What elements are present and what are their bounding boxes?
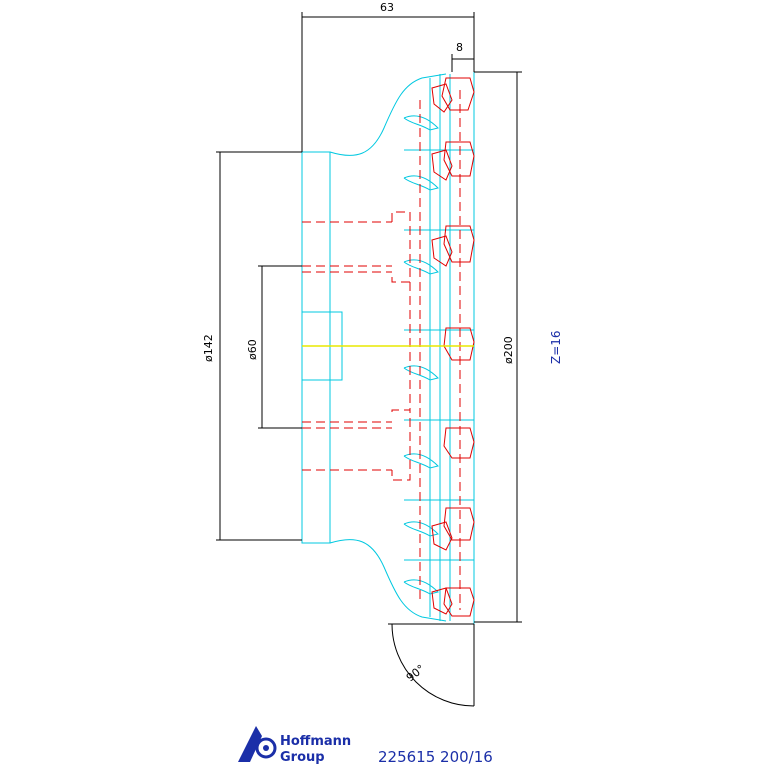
- cutting-inserts: [431, 77, 475, 617]
- logo-line-1: Hoffmann: [280, 734, 351, 749]
- dim-63-label: 63: [380, 1, 394, 14]
- dim-142-label: ø142: [202, 334, 215, 362]
- dim-angle-label: 90°: [404, 662, 427, 684]
- logo-line-2: Group: [280, 750, 325, 765]
- cutter-body-outline: [301, 72, 475, 624]
- part-number: 225615 200/16: [378, 748, 493, 766]
- dim-8-label: 8: [456, 41, 463, 54]
- dimension-lines: [216, 12, 522, 707]
- dim-60-label: ø60: [246, 339, 259, 360]
- teeth-count-label: Z=16: [549, 330, 563, 364]
- dim-200-label: ø200: [502, 336, 515, 364]
- hoffmann-group-logo: Hoffmann Group: [238, 726, 351, 765]
